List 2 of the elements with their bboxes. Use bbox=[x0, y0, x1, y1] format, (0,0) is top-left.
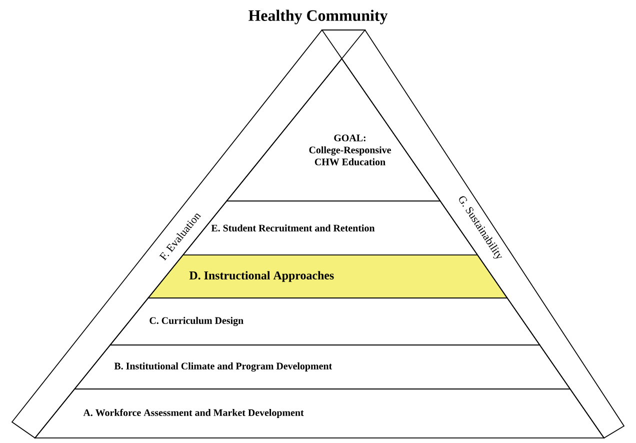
node-label: GOAL: bbox=[334, 134, 366, 142]
title: Healthy Community bbox=[248, 10, 388, 24]
